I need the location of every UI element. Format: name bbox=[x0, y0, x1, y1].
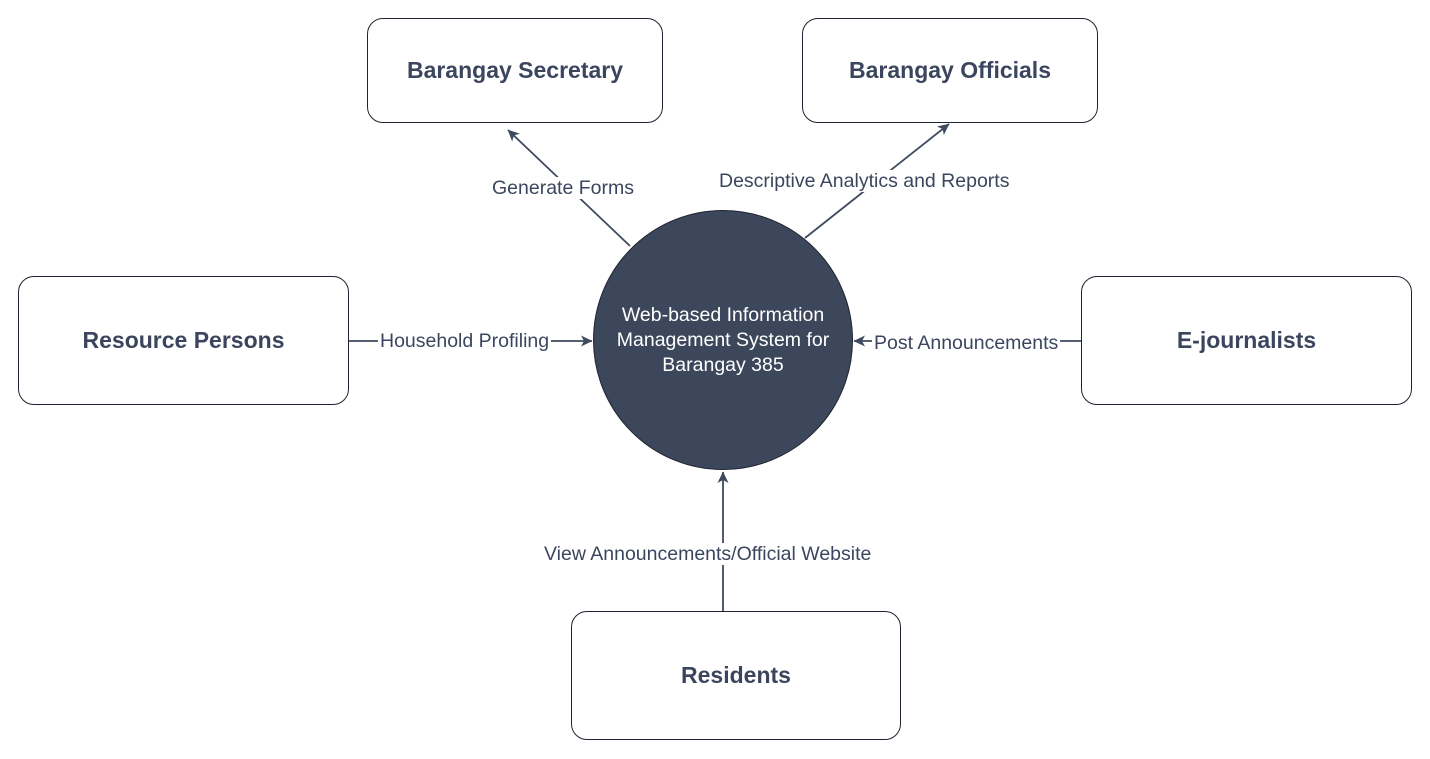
flow-label-analytics-reports: Descriptive Analytics and Reports bbox=[717, 170, 1012, 192]
flow-label-generate-forms: Generate Forms bbox=[490, 177, 636, 199]
flow-label-household-profiling: Household Profiling bbox=[378, 330, 552, 352]
central-process-system: Web-based Information Management System … bbox=[593, 210, 853, 470]
entity-residents: Residents bbox=[571, 611, 901, 740]
process-label-line: Web-based Information bbox=[621, 303, 825, 326]
entity-label: Residents bbox=[681, 662, 791, 688]
entity-label: Barangay Officials bbox=[849, 57, 1051, 83]
entity-label: Resource Persons bbox=[82, 327, 285, 353]
entity-label: E-journalists bbox=[1176, 327, 1317, 353]
entity-resource-persons: Resource Persons bbox=[18, 276, 349, 405]
process-label: Web-based Information Management System … bbox=[617, 303, 829, 378]
process-label-line: Management System for bbox=[616, 328, 830, 351]
entity-label: Barangay Secretary bbox=[406, 57, 624, 83]
flow-label-view-announcements: View Announcements/Official Website bbox=[542, 543, 874, 565]
process-label-line: Barangay 385 bbox=[662, 353, 784, 376]
flow-label-post-announcements: Post Announcements bbox=[872, 332, 1061, 354]
entity-barangay-officials: Barangay Officials bbox=[802, 18, 1098, 123]
entity-e-journalists: E-journalists bbox=[1081, 276, 1412, 405]
entity-barangay-secretary: Barangay Secretary bbox=[367, 18, 663, 123]
